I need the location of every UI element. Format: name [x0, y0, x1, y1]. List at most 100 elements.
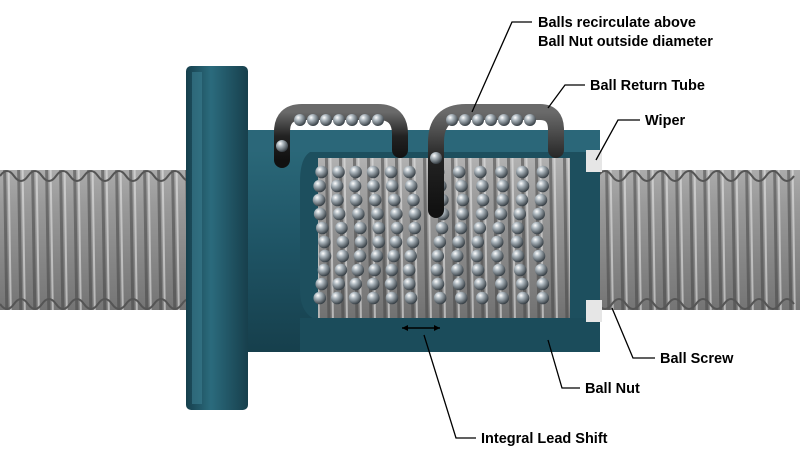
label-ball-nut: Ball Nut — [585, 381, 640, 397]
ball — [332, 277, 345, 291]
label-lead-shift: Integral Lead Shift — [481, 431, 608, 447]
ball — [385, 179, 399, 193]
ball — [404, 179, 418, 193]
lead-shift-arrow — [402, 325, 440, 331]
ball — [318, 235, 331, 249]
ball — [348, 291, 362, 305]
ball — [388, 193, 401, 207]
ball — [433, 291, 447, 305]
ball — [530, 221, 544, 235]
ball — [349, 165, 362, 179]
ball — [490, 235, 504, 249]
ball — [313, 207, 327, 221]
ball — [511, 249, 525, 263]
return-tube-right — [428, 104, 564, 218]
leader-recirculate — [471, 21, 532, 113]
nut-top-step — [232, 130, 600, 152]
ball — [536, 179, 549, 193]
ball-screw-shaft — [0, 170, 800, 310]
ball — [354, 221, 367, 235]
ball — [471, 235, 485, 249]
ball — [404, 291, 418, 305]
ball — [431, 277, 445, 291]
ball — [367, 179, 380, 193]
label-recirculate-line2: Ball Nut outside diameter — [538, 34, 713, 50]
ball — [511, 114, 523, 126]
ball — [408, 207, 422, 221]
ball — [430, 263, 444, 277]
ball — [359, 114, 371, 126]
ball — [430, 152, 442, 164]
ball — [474, 165, 487, 179]
ball — [534, 193, 548, 207]
ball — [348, 179, 362, 193]
ball — [403, 165, 416, 179]
ball — [313, 291, 327, 305]
ball — [511, 221, 525, 235]
ball — [490, 249, 504, 263]
ball — [475, 207, 489, 221]
ball — [315, 277, 329, 291]
ball — [498, 114, 510, 126]
ball — [524, 114, 536, 126]
label-ball-screw: Ball Screw — [660, 351, 734, 367]
ball — [385, 263, 399, 277]
ball — [336, 235, 350, 249]
ball — [366, 277, 380, 291]
ball — [452, 235, 465, 249]
ball — [530, 235, 544, 249]
ball — [385, 291, 399, 305]
ball — [433, 235, 447, 249]
ball — [315, 165, 328, 179]
ball — [389, 235, 403, 249]
leader-return-tube — [547, 84, 585, 109]
ball — [312, 193, 326, 207]
ball — [459, 114, 471, 126]
label-recirculate-line1: Balls recirculate above — [538, 15, 696, 31]
ball — [366, 165, 380, 179]
ball — [473, 221, 487, 235]
ball — [349, 277, 363, 291]
ball — [335, 221, 348, 235]
ball — [494, 207, 508, 221]
ball — [387, 249, 401, 263]
ball — [496, 179, 510, 193]
ball — [330, 291, 344, 305]
ball — [494, 277, 508, 291]
ball — [475, 291, 489, 305]
tube-balls — [276, 114, 536, 164]
ball — [450, 263, 464, 277]
ball — [318, 249, 332, 263]
screw-crest-top-right — [569, 170, 795, 182]
ball — [435, 221, 449, 235]
ball — [354, 235, 368, 249]
ball — [384, 165, 398, 179]
screw-left — [0, 170, 200, 310]
ball — [476, 193, 490, 207]
leader-lines — [423, 21, 655, 439]
ball — [534, 263, 548, 277]
ball — [407, 193, 420, 207]
leader-ball-nut — [547, 339, 580, 389]
ball — [334, 263, 348, 277]
ball — [492, 263, 506, 277]
nut-flange — [186, 66, 248, 410]
ball — [485, 114, 497, 126]
ball — [455, 179, 468, 193]
screw-crest-bottom-right — [569, 298, 795, 310]
ball — [320, 114, 332, 126]
ball — [532, 249, 546, 263]
ball — [406, 235, 420, 249]
ball — [316, 221, 329, 235]
ball — [510, 235, 524, 249]
ball — [452, 165, 466, 179]
ball — [513, 263, 527, 277]
ball — [368, 193, 382, 207]
ball — [370, 249, 384, 263]
ball — [352, 207, 365, 221]
ball — [317, 263, 331, 277]
ball — [472, 114, 484, 126]
ball — [330, 179, 344, 193]
